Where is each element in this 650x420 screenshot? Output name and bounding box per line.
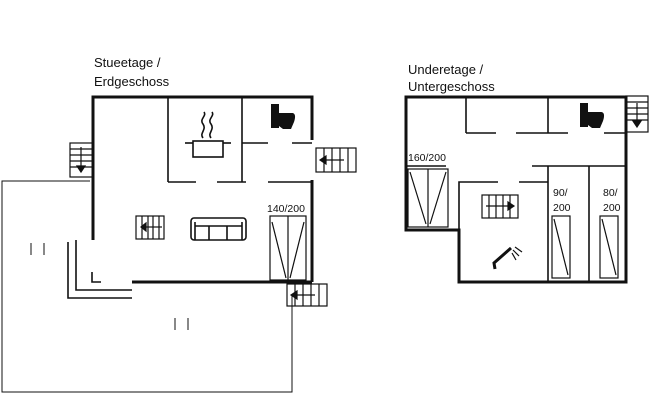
bed-icon <box>599 215 619 279</box>
lower-floor-interior-walls <box>406 97 626 282</box>
lower-floor-title-line1: Underetage / <box>408 62 484 77</box>
lower-floor-title-line2: Untergeschoss <box>408 79 495 94</box>
stairs-icon <box>69 142 94 178</box>
bed-size-label: 160/200 <box>408 152 446 164</box>
stairs-icon <box>286 283 328 307</box>
ground-floor-title-line2: Erdgeschoss <box>94 74 170 89</box>
stove-pot-icon <box>185 111 231 158</box>
toilet-icon <box>271 104 296 129</box>
terrace-marks <box>30 243 189 330</box>
bed-size-label: 200 <box>603 202 621 214</box>
toilet-icon <box>580 103 605 128</box>
ground-floor-title-line1: Stueetage / <box>94 55 161 70</box>
bed-icon <box>407 168 449 228</box>
ground-floor-interior-walls <box>167 97 312 183</box>
stairs-icon <box>315 147 357 173</box>
bed-size-label: 80/ <box>603 187 618 199</box>
sofa-icon <box>190 217 247 241</box>
shower-icon <box>492 246 523 270</box>
bed-size-label: 140/200 <box>267 203 305 215</box>
bed-icon <box>269 215 307 281</box>
balustrade <box>67 240 132 299</box>
stairs-icon <box>625 95 649 133</box>
terrace-outline <box>1 180 293 393</box>
bed-size-label: 200 <box>553 202 571 214</box>
bed-icon <box>551 215 571 279</box>
stairs-icon <box>481 194 519 219</box>
bed-size-label: 90/ <box>553 187 568 199</box>
stairs-icon <box>135 215 165 240</box>
